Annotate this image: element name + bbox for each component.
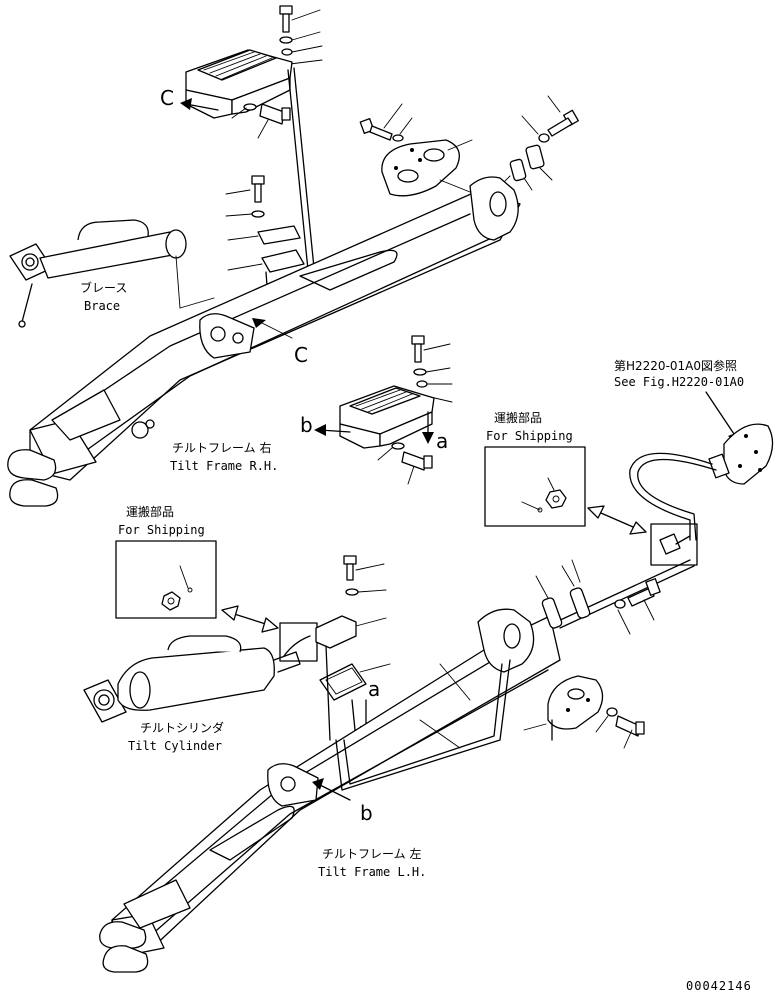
see-fig-label-en: See Fig.H2220-01A0 — [614, 375, 744, 389]
brace-label-jp: ブレース — [80, 280, 127, 295]
shipping-parts-box-right: 運搬部品 For Shipping — [484, 410, 586, 527]
upper-bracket-assembly — [359, 95, 579, 201]
tilt-frame-rh-label-jp: チルトフレーム 右 — [172, 440, 271, 455]
tilt-frame-rh-label-en: Tilt Frame R.H. — [170, 459, 278, 473]
step-tread-pattern — [203, 51, 273, 80]
brace: ブレース Brace — [9, 219, 215, 328]
tilt-frame-lh-label-jp: チルトフレーム 左 — [322, 846, 421, 861]
shipping-right-label-en: For Shipping — [486, 429, 573, 443]
upper-step-assembly: C — [160, 5, 323, 291]
tilt-cylinder-label-jp: チルトシリンダ — [140, 720, 224, 735]
callout-c-frame: C — [294, 343, 308, 367]
lower-plate-stack: a — [315, 555, 391, 741]
callout-c-top: C — [160, 86, 174, 110]
shipping-right-label-jp: 運搬部品 — [494, 410, 542, 425]
tilt-cylinder: チルトシリンダ Tilt Cylinder — [83, 622, 318, 753]
tilt-frame-lh-label-en: Tilt Frame L.H. — [318, 865, 426, 879]
shipping-left-label-jp: 運搬部品 — [126, 504, 174, 519]
tilt-cylinder-label-en: Tilt Cylinder — [128, 739, 222, 753]
see-fig-label-jp: 第H2220-01A0図参照 — [614, 358, 737, 373]
callout-b-top: b — [300, 413, 313, 437]
drawing-number: 00042146 — [686, 979, 752, 993]
callout-a-top: a — [436, 429, 448, 453]
tilt-frame-lh: b チルトフレーム 左 Tilt Frame L.H. — [99, 608, 561, 973]
middle-step-assembly: b a — [300, 335, 453, 485]
shipping-left-label-en: For Shipping — [118, 523, 205, 537]
lower-right-fittings — [523, 559, 695, 749]
callout-b-lower: b — [360, 801, 373, 825]
brace-label-en: Brace — [84, 299, 120, 313]
plate-stack — [225, 175, 305, 301]
hose-reference: 第H2220-01A0図参照 See Fig.H2220-01A0 — [587, 358, 774, 566]
tilt-frame-rh: C チルトフレーム 右 Tilt Frame R.H. — [7, 176, 521, 507]
callout-a-lower: a — [368, 677, 380, 701]
shipping-parts-box-left: 運搬部品 For Shipping — [115, 504, 279, 633]
middle-step-tread-pattern — [355, 389, 413, 413]
